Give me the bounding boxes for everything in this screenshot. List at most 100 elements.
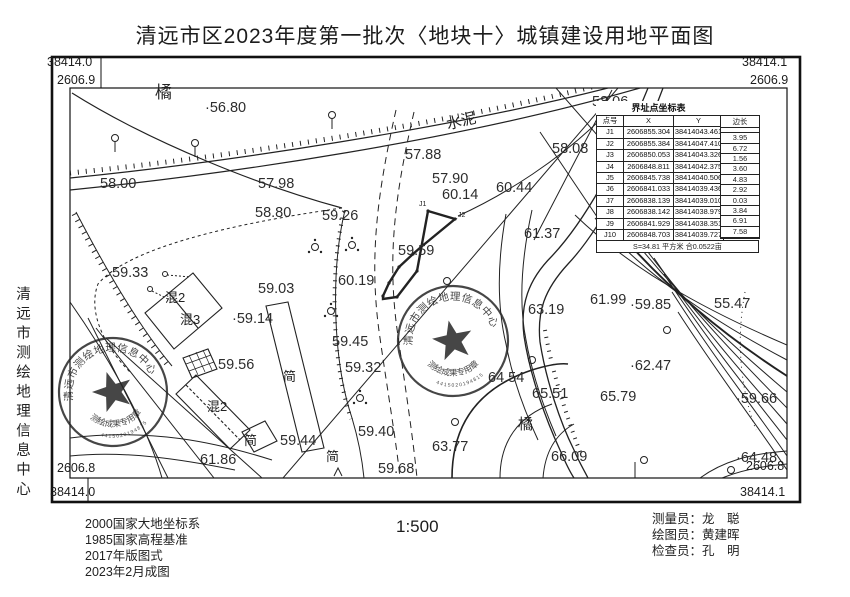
spot-height-label: 58.08 xyxy=(552,141,589,157)
spot-height-label: 59.45 xyxy=(332,334,369,350)
utility-pole-icon xyxy=(111,111,336,157)
feature-label: 橘 xyxy=(155,83,172,102)
feature-label: J2 xyxy=(458,212,466,219)
spot-height-label: ·59.66 xyxy=(736,391,778,407)
feature-label: 橘 xyxy=(518,416,534,433)
spot-height-label: 64.54 xyxy=(488,370,525,386)
table-cell: 38414038.979 xyxy=(673,206,724,219)
spot-height-label: 61.99 xyxy=(590,292,627,308)
grid-coord-bottom-left-n: 2606.8 xyxy=(57,461,96,475)
table-cell: 2606850.053 xyxy=(623,149,674,162)
datum-note-line: 2023年2月成图 xyxy=(85,565,170,579)
credit-line: 测量员：龙 聪 xyxy=(652,511,740,527)
feature-label: 混2 xyxy=(207,399,228,414)
grid-coord-top-right-n: 2606.9 xyxy=(750,73,789,87)
feature-label: 混3 xyxy=(180,312,201,327)
area-summary: S=34.81 平方米 合0.0522亩 xyxy=(596,240,759,253)
grid-coord-bottom-right-n: 2606.8 xyxy=(746,459,785,473)
feature-label: 混2 xyxy=(165,290,186,305)
credit-name: 龙 聪 xyxy=(702,512,740,526)
table-cell: J9 xyxy=(596,217,624,231)
credit-role: 测量员： xyxy=(652,512,703,526)
credit-line: 绘图员：黄建晖 xyxy=(652,527,740,543)
grid-coord-bottom-left-e: 38414.0 xyxy=(50,485,96,499)
table-cell: 38414040.506 xyxy=(673,172,724,185)
spot-height-label: 59.33 xyxy=(112,265,149,281)
spot-height-label: 61.37 xyxy=(524,226,561,242)
spot-height-label: 55.47 xyxy=(714,296,751,312)
table-cell: 38414043.461 xyxy=(673,126,724,139)
parcel-boundary xyxy=(381,209,458,301)
map-linework xyxy=(70,88,787,478)
spot-height-label: 59.68 xyxy=(378,461,415,477)
grid-coord-top-left-n: 2606.9 xyxy=(57,73,96,87)
table-cell: J2 xyxy=(596,137,624,151)
table-cell: J1 xyxy=(596,126,624,139)
table-cell: 38414047.410 xyxy=(673,137,724,151)
table-cell: J4 xyxy=(596,160,624,174)
credit-role: 检查员： xyxy=(652,544,703,558)
table-title: 界址点坐标表 xyxy=(631,103,686,113)
spot-height-label: ·59.85 xyxy=(630,297,672,313)
spot-height-label: 59.32 xyxy=(345,360,382,376)
spot-height-label: 59.26 xyxy=(322,208,359,224)
spot-height-label: 60.14 xyxy=(442,187,479,203)
table-cell: 2606838.142 xyxy=(623,206,674,219)
header-y: Y xyxy=(673,114,724,128)
credit-role: 绘图员： xyxy=(652,528,703,542)
agency-side-label: 清远市测绘地理信息中心 xyxy=(14,286,30,501)
table-cell: 2606848.811 xyxy=(623,160,674,174)
point-circle-icon xyxy=(443,277,735,474)
spot-height-label: 66.09 xyxy=(551,449,588,465)
table-cell: 2606841.033 xyxy=(623,183,674,196)
table-cell: J5 xyxy=(596,172,624,185)
spot-height-label: 57.90 xyxy=(432,171,469,187)
map-frame xyxy=(50,55,802,504)
spot-height-label: 65.51 xyxy=(532,386,569,402)
spot-height-label: 60.44 xyxy=(496,180,533,196)
header-edge-length: 边长 xyxy=(721,116,759,128)
header-x: X xyxy=(623,114,674,128)
feature-label: 简 xyxy=(244,433,258,448)
spot-height-label: ·56.80 xyxy=(205,100,247,116)
survey-stamp: 清远市测绘地理信息中心 测绘成果专用章 4415020194815 xyxy=(49,328,169,448)
table-cell: 2606855.384 xyxy=(623,137,674,151)
table-header-row: 点号 X Y xyxy=(596,114,724,128)
datum-note-line: 2000国家大地坐标系 xyxy=(85,517,201,531)
spot-height-label: 61.86 xyxy=(200,452,237,468)
spot-height-label: 58.00 xyxy=(100,176,137,192)
credits-block: 测量员：龙 聪绘图员：黄建晖检查员：孔 明 xyxy=(652,511,740,559)
spot-height-label: 59.44 xyxy=(280,433,317,449)
spot-height-label: 59.40 xyxy=(358,424,395,440)
road-line xyxy=(70,88,641,191)
spot-height-label: 59.03 xyxy=(258,281,295,297)
page-title: 清远市区2023年度第一批次〈地块十〉城镇建设用地平面图 xyxy=(135,25,715,48)
table-cell: 38414038.351 xyxy=(673,217,724,231)
tree-icon xyxy=(307,236,368,405)
spot-height-label: 57.98 xyxy=(258,176,295,192)
credit-name: 黄建晖 xyxy=(702,528,740,542)
grid-coord-bottom-right-e: 38414.1 xyxy=(740,485,786,499)
feature-label: J1 xyxy=(419,201,427,208)
spot-height-label: 60.19 xyxy=(338,273,375,289)
credit-line: 检查员：孔 明 xyxy=(652,543,740,559)
table-cell: 38414042.375 xyxy=(673,160,724,174)
header-point: 点号 xyxy=(596,114,624,128)
spot-height-label: 63.77 xyxy=(432,439,469,455)
map-scale: 1:500 xyxy=(396,517,439,536)
datum-note-line: 1985国家高程基准 xyxy=(85,533,188,547)
feature-label: 简 xyxy=(283,369,297,384)
table-cell: J8 xyxy=(596,206,624,219)
spot-height-label: ·59.14 xyxy=(232,311,274,327)
